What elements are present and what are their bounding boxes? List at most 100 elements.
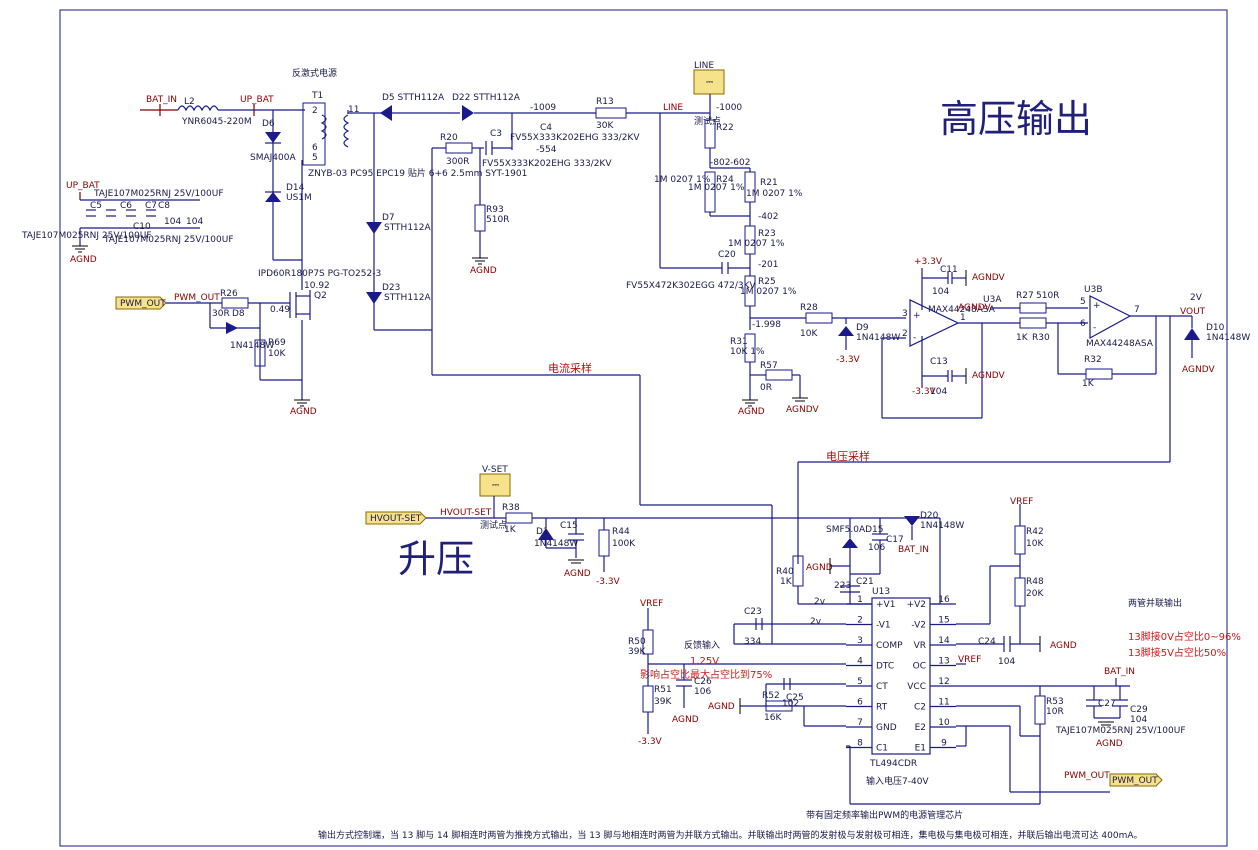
p3v3-label: +3.3V [914, 257, 943, 267]
d6-ref: D6 [262, 119, 275, 129]
d8-ref: D8 [232, 309, 245, 319]
c26-ref: C26 [694, 677, 712, 687]
r48-resistor-icon [1014, 577, 1026, 607]
r20-resistor-icon [445, 142, 473, 154]
r28-ref: R28 [800, 303, 818, 313]
d14-diode-icon [265, 192, 281, 202]
vset-test-point[interactable] [479, 473, 511, 497]
d6-value: SMAJ400A [250, 153, 296, 163]
r51-ref: R51 [654, 685, 672, 695]
r20-value: 300R [446, 157, 469, 167]
u13-pin-label: C1 [876, 744, 888, 754]
vset-tp-caption: 测试点 [480, 519, 507, 531]
c4-ref: C4 [540, 123, 552, 133]
vref-label-3: VREF [1010, 497, 1033, 507]
current-sample-label: 电流采样 [548, 361, 592, 375]
svg-text:6: 6 [312, 143, 318, 153]
caps-in-value: TAJE107M025RNJ 25V/100UF [93, 189, 224, 199]
r25-ref: R25 [758, 277, 776, 287]
r27-value: 510R [1036, 291, 1059, 301]
svg-text:-: - [1093, 323, 1096, 333]
sheet-border [59, 9, 1228, 847]
r52-value: 16K [764, 713, 782, 723]
m3v3-label-3: -3.3V [596, 577, 621, 587]
svg-text:-1000: -1000 [716, 103, 742, 113]
d14-value: US1M [286, 193, 312, 203]
voltage-sample-label: 电压采样 [826, 449, 870, 463]
d5-ref: D5 STTH112A [382, 93, 445, 103]
c17-value: 106 [868, 543, 885, 553]
svg-text:2: 2 [312, 106, 318, 116]
pwm-out-port-label: PWM_OUT [120, 299, 166, 309]
r51-value: 39K [654, 697, 672, 707]
agnd-symbol-2 [294, 399, 310, 407]
r38-resistor-icon [505, 512, 533, 524]
c24-value: 104 [998, 657, 1015, 667]
agnd-label-2: AGND [290, 407, 317, 417]
d9-value: 1N4148W [856, 333, 900, 343]
m3v3-label-2: -3.3V [912, 387, 937, 397]
c104-b: 104 [186, 217, 203, 227]
svg-text:+: + [1093, 301, 1101, 311]
c26-value: 106 [694, 687, 711, 697]
l2-value: YNR6045-220M [181, 117, 252, 127]
r50-ref: R50 [628, 637, 646, 647]
d1-value: 1N4148W [534, 539, 578, 549]
agnd-label-6: AGND [806, 563, 833, 573]
u13-pin-number: 11 [938, 698, 949, 708]
r23-value: 1M 0207 1% [728, 239, 785, 249]
u13-pin-label: E1 [915, 744, 926, 754]
dtc-note: 影响占空比最大占空比到75% [640, 668, 772, 681]
d10-diode-icon [1184, 328, 1200, 340]
d9-diode-icon [838, 326, 854, 336]
svg-text:3: 3 [902, 309, 908, 319]
svg-text:-201: -201 [758, 260, 778, 270]
r27-resistor-icon [1019, 302, 1047, 314]
agnd-symbol-5 [568, 559, 584, 564]
svg-text:-: - [913, 333, 916, 343]
push-pull-label: 两管并联输出 [1128, 597, 1182, 609]
r30-ref: R30 [1032, 333, 1050, 343]
d14-ref: D14 [286, 183, 305, 193]
c23-value: 334 [744, 637, 761, 647]
c13-ref: C13 [930, 357, 948, 367]
d23-ref: D23 [382, 283, 400, 293]
u13-pin-number: 5 [857, 677, 863, 687]
svg-text:⎓: ⎓ [706, 78, 713, 88]
t1-value: ZNYB-03 PC95 EPC19 贴片 6+6 2.5mm SYT-1901 [308, 167, 527, 179]
svg-text:-1.998: -1.998 [752, 320, 781, 330]
svg-text:0.49: 0.49 [270, 305, 290, 315]
r57-value: 0R [760, 383, 772, 393]
svg-text:2v: 2v [814, 597, 826, 607]
bat-in-label-3: BAT_IN [1104, 667, 1135, 677]
agnd-label-1: AGND [70, 255, 97, 265]
c21-value: 223 [834, 581, 851, 591]
line-test-point[interactable] [693, 69, 725, 95]
t1-ref: T1 [311, 91, 323, 101]
r69-resistor-icon [254, 339, 266, 367]
u13-pin-label: GND [876, 723, 897, 733]
u13-pin-number: 6 [857, 698, 863, 708]
vout-label: VOUT [1180, 307, 1206, 317]
d23-diode-icon [366, 292, 382, 304]
flyback-section-label: 反激式电源 [292, 67, 337, 79]
r42-resistor-icon [1014, 525, 1026, 555]
agndv-symbol-1 [792, 397, 808, 402]
c25-value: 102 [782, 699, 799, 709]
svg-text:-554: -554 [536, 145, 557, 155]
r38-ref: R38 [502, 503, 520, 513]
c27-value: TAJE107M025RNJ 25V/100UF [1055, 726, 1186, 736]
up-bat-label: UP_BAT [240, 95, 274, 105]
r26-resistor-icon [221, 297, 249, 309]
chip-description: 带有固定频率输出PWM的电源管理芯片 [806, 809, 963, 821]
d6-diode-icon [265, 132, 281, 143]
svg-text:10.92: 10.92 [304, 281, 330, 291]
title-boost: 升压 [398, 537, 474, 581]
d8-value: 1N4148W [230, 341, 274, 351]
agndv-label-3: AGNDV [972, 371, 1005, 381]
c7-ref: C7 [145, 201, 157, 211]
c27-ref: C27 [1098, 699, 1116, 709]
d7-diode-icon [366, 222, 382, 234]
c20-ref: C20 [718, 250, 736, 260]
